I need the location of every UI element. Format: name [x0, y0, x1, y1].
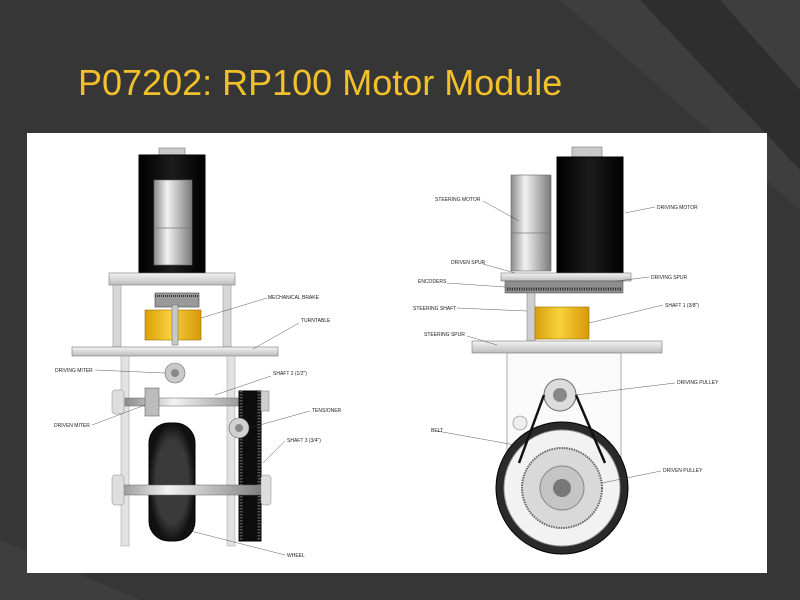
- label-driving-miter: DRIVING MITER: [55, 368, 93, 374]
- label-turntable: TURNTABLE: [301, 318, 331, 324]
- left-turntable: [71, 346, 279, 357]
- label-shaft-2: SHAFT 2 (1/2"): [273, 371, 307, 377]
- label-driven-pulley: DRIVEN PULLEY: [663, 468, 703, 474]
- right-steering-motor: [510, 174, 552, 272]
- steering-spur-plate: [471, 340, 663, 354]
- right-assembly-view: STEERING MOTOR DRIVING MOTOR DRIVEN SPUR…: [413, 146, 719, 555]
- label-shaft-1: SHAFT 1 (3/8"): [665, 303, 699, 309]
- label-wheel: WHEEL: [287, 553, 305, 559]
- left-motor-cap: [158, 147, 186, 156]
- right-driving-motor: [556, 156, 624, 280]
- motor-module-figure: MECHANICAL BRAKE TURNTABLE DRIVING MITER…: [27, 133, 767, 573]
- left-steering-motor: [153, 179, 193, 266]
- driven-miter-gear: [144, 387, 160, 417]
- left-assembly-view: MECHANICAL BRAKE TURNTABLE DRIVING MITER…: [54, 147, 342, 559]
- label-mechanical-brake: MECHANICAL BRAKE: [268, 295, 320, 301]
- label-steering-spur: STEERING SPUR: [424, 332, 465, 338]
- label-encoders: ENCODERS: [418, 279, 447, 285]
- label-steering-motor: STEERING MOTOR: [435, 197, 481, 203]
- label-driving-motor: DRIVING MOTOR: [657, 205, 698, 211]
- label-tensioner: TENSIONER: [312, 408, 342, 414]
- slide-title: P07202: RP100 Motor Module: [78, 62, 563, 103]
- label-steering-shaft: STEERING SHAFT: [413, 306, 456, 312]
- label-belt: BELT: [431, 428, 443, 434]
- label-shaft-3: SHAFT 3 (3/4"): [287, 438, 321, 444]
- right-belt: [517, 394, 607, 464]
- label-driving-spur: DRIVING SPUR: [651, 275, 688, 281]
- label-driven-spur: DRIVEN SPUR: [451, 260, 486, 266]
- label-driving-pulley: DRIVING PULLEY: [677, 380, 719, 386]
- left-wheel: [148, 422, 196, 542]
- right-gear-plate: [500, 272, 632, 282]
- right-shaft-coupling: [534, 306, 590, 340]
- left-top-plate: [108, 272, 236, 286]
- shaft-3: [114, 484, 266, 496]
- label-driven-miter: DRIVEN MITER: [54, 423, 90, 429]
